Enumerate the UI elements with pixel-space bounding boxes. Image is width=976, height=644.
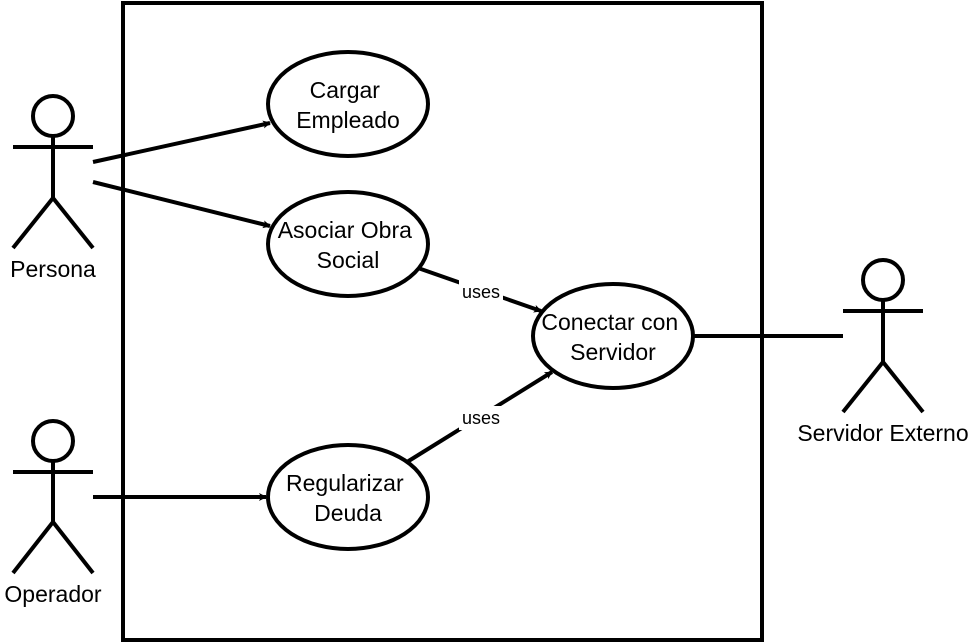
actor-operador[interactable]: Operador bbox=[4, 419, 102, 607]
use-case-conectar-con-servidor[interactable]: Conectar con Servidor bbox=[531, 282, 695, 390]
use-case-cargar-empleado[interactable]: Cargar Empleado bbox=[266, 50, 430, 158]
use-case-regularizar-deuda-line-1: Regularizar bbox=[286, 470, 404, 496]
use-case-cargar-empleado-line-2: Empleado bbox=[296, 107, 400, 133]
use-case-conectar-con-servidor-text: Conectar con Servidor bbox=[541, 309, 684, 365]
actor-operador-label: Operador bbox=[4, 581, 102, 607]
use-case-conectar-con-servidor-line-1: Conectar con bbox=[541, 309, 678, 335]
system-boundary bbox=[121, 1, 764, 642]
actor-persona-label: Persona bbox=[10, 256, 96, 282]
use-case-asociar-obra-social-line-1: Asociar Obra bbox=[278, 217, 412, 243]
use-case-conectar-con-servidor-line-2: Servidor bbox=[570, 339, 656, 365]
uses-label-bottom: uses bbox=[462, 408, 500, 428]
uses-label-top: uses bbox=[462, 282, 500, 302]
use-case-regularizar-deuda-line-2: Deuda bbox=[314, 500, 382, 526]
edge-regularizar-uses-conectar[interactable]: uses bbox=[405, 370, 554, 464]
use-case-regularizar-deuda[interactable]: Regularizar Deuda bbox=[266, 443, 430, 551]
actor-persona-figure bbox=[11, 94, 95, 250]
actor-operador-figure bbox=[11, 419, 95, 575]
use-case-asociar-obra-social[interactable]: Asociar Obra Social bbox=[266, 190, 430, 298]
actor-servidor-externo[interactable]: Servidor Externo bbox=[797, 258, 969, 446]
uses-label-background-bottom bbox=[459, 406, 503, 430]
use-case-asociar-obra-social-shape bbox=[266, 190, 430, 298]
use-case-asociar-obra-social-text: Asociar Obra Social bbox=[278, 217, 419, 273]
use-case-regularizar-deuda-text: Regularizar Deuda bbox=[286, 470, 410, 526]
use-case-cargar-empleado-line-1: Cargar bbox=[310, 77, 381, 103]
use-case-asociar-obra-social-line-2: Social bbox=[317, 247, 380, 273]
actor-servidor-externo-figure bbox=[841, 258, 925, 414]
use-case-conectar-con-servidor-shape bbox=[531, 282, 695, 390]
edge-persona-asociar-obra-social[interactable] bbox=[92, 180, 271, 229]
use-case-regularizar-deuda-shape bbox=[266, 443, 430, 551]
edge-persona-cargar-empleado[interactable] bbox=[92, 120, 271, 164]
edge-asociar-uses-conectar[interactable]: uses bbox=[417, 266, 542, 313]
actor-servidor-externo-label: Servidor Externo bbox=[797, 420, 968, 446]
use-case-cargar-empleado-text: Cargar Empleado bbox=[296, 77, 400, 133]
actor-persona[interactable]: Persona bbox=[10, 94, 96, 282]
uses-label-background-top bbox=[459, 279, 503, 303]
use-case-cargar-empleado-shape bbox=[266, 50, 430, 158]
